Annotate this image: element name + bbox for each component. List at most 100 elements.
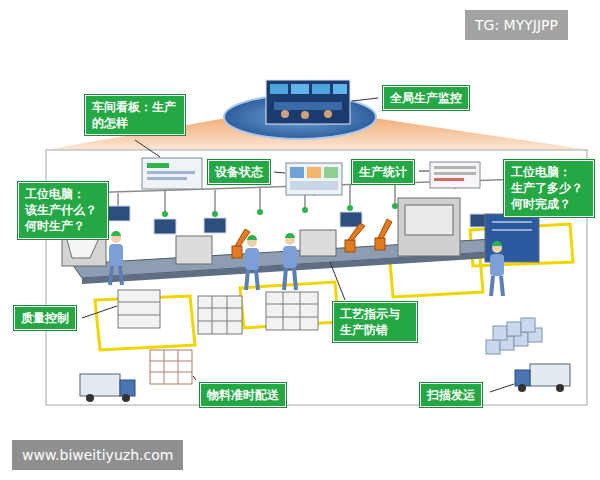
worker: [247, 235, 257, 240]
robot-arm: [232, 246, 242, 258]
label-text: 质量控制: [21, 310, 69, 326]
overhead-rail: [164, 191, 166, 212]
control-room-photo: [266, 80, 350, 124]
label-text: 物料准时配送: [207, 387, 279, 403]
kanban-board: [430, 162, 480, 188]
robot-arm: [348, 223, 365, 240]
callout-label: 全局生产监控: [383, 86, 469, 110]
material-rack: [150, 350, 192, 384]
station-screen: [108, 206, 130, 221]
material-cart: [118, 315, 160, 316]
control-room-photo: [291, 84, 309, 94]
leader-line: [82, 306, 117, 318]
overhead-rail: [349, 185, 351, 206]
worker: [285, 233, 295, 238]
robot-arm: [378, 219, 392, 238]
material-cart: [212, 296, 213, 334]
worker: [245, 248, 259, 270]
kanban-board: [290, 167, 304, 178]
callout-label: 生产统计: [352, 160, 414, 184]
machine: [492, 222, 532, 223]
worker: [501, 276, 503, 296]
box-stack: [507, 322, 521, 336]
worker: [109, 244, 123, 266]
material-cart: [118, 302, 160, 303]
material-cart: [266, 304, 318, 305]
callout-label: 车间看板：生产 的怎样: [85, 95, 185, 135]
callout-label: 设备状态: [208, 160, 270, 184]
kanban-board: [434, 178, 464, 181]
machine: [176, 236, 212, 264]
leader-line: [135, 140, 160, 157]
control-room-photo: [312, 84, 330, 94]
material-cart: [198, 308, 242, 309]
station-screen: [108, 206, 488, 234]
watermark: www.biweitiyuzh.com: [12, 440, 183, 470]
status-light: [392, 203, 398, 209]
leader-line: [352, 98, 378, 101]
delivery-truck: [86, 394, 94, 402]
material-cart: [198, 321, 242, 322]
material-cart: [227, 296, 228, 334]
machine: [62, 198, 539, 266]
leader-line: [193, 376, 196, 380]
status-light: [257, 209, 263, 215]
material-cart: [118, 290, 160, 328]
worker: [492, 241, 502, 246]
worker: [491, 276, 493, 296]
kanban-board: [142, 158, 480, 195]
kanban-board: [307, 167, 321, 178]
callout-label: 工艺指示与 生产防错: [333, 302, 417, 342]
overhead-rail: [214, 190, 216, 212]
leader-line: [490, 384, 514, 392]
overhead-rail: [117, 193, 119, 206]
worker: [256, 270, 258, 290]
robot-arm: [345, 240, 355, 252]
kanban-board: [324, 167, 338, 178]
machine: [405, 205, 453, 235]
kanban-board: [434, 166, 476, 169]
robot-arm: [375, 238, 385, 250]
callout-label: 物料准时配送: [200, 383, 286, 407]
leader-line: [82, 98, 514, 392]
kanban-board: [286, 163, 342, 195]
label-text: 工位电脑： 该生产什么？ 何时生产？: [25, 186, 101, 235]
status-light: [347, 205, 353, 211]
material-cart: [283, 292, 284, 330]
worker: [246, 270, 248, 290]
worker: [110, 266, 112, 285]
station-screen: [154, 219, 176, 234]
label-text: 车间看板：生产 的怎样: [92, 99, 178, 131]
callout-label: 扫描发运: [420, 383, 482, 407]
label-text: 生产统计: [359, 164, 407, 180]
status-light: [212, 211, 218, 217]
label-text: 全局生产监控: [390, 90, 462, 106]
leader-line: [274, 172, 285, 173]
material-cart: [266, 292, 318, 330]
machine: [300, 230, 336, 256]
box-stack: [521, 318, 535, 332]
worker: [490, 254, 504, 276]
material-cart: [300, 292, 301, 330]
machine: [492, 230, 532, 231]
material-rack: [178, 350, 179, 384]
control-room-photo: [266, 80, 350, 124]
watermark: TG: MYYJJPP: [465, 10, 568, 40]
overhead-rail: [80, 158, 560, 212]
label-text: 设备状态: [215, 164, 263, 180]
material-cart: [266, 317, 318, 318]
overhead-rail: [259, 188, 261, 210]
control-room-photo: [333, 84, 347, 94]
worker: [120, 266, 122, 285]
machine: [66, 236, 100, 258]
kanban-board: [147, 171, 195, 174]
kanban-board: [147, 177, 187, 180]
material-cart: [118, 290, 318, 334]
kanban-board: [434, 172, 476, 175]
material-rack: [164, 350, 165, 384]
status-light: [162, 211, 168, 217]
callout-label: 工位电脑： 该生产什么？ 何时生产？: [18, 182, 108, 239]
leader-line: [419, 171, 429, 172]
